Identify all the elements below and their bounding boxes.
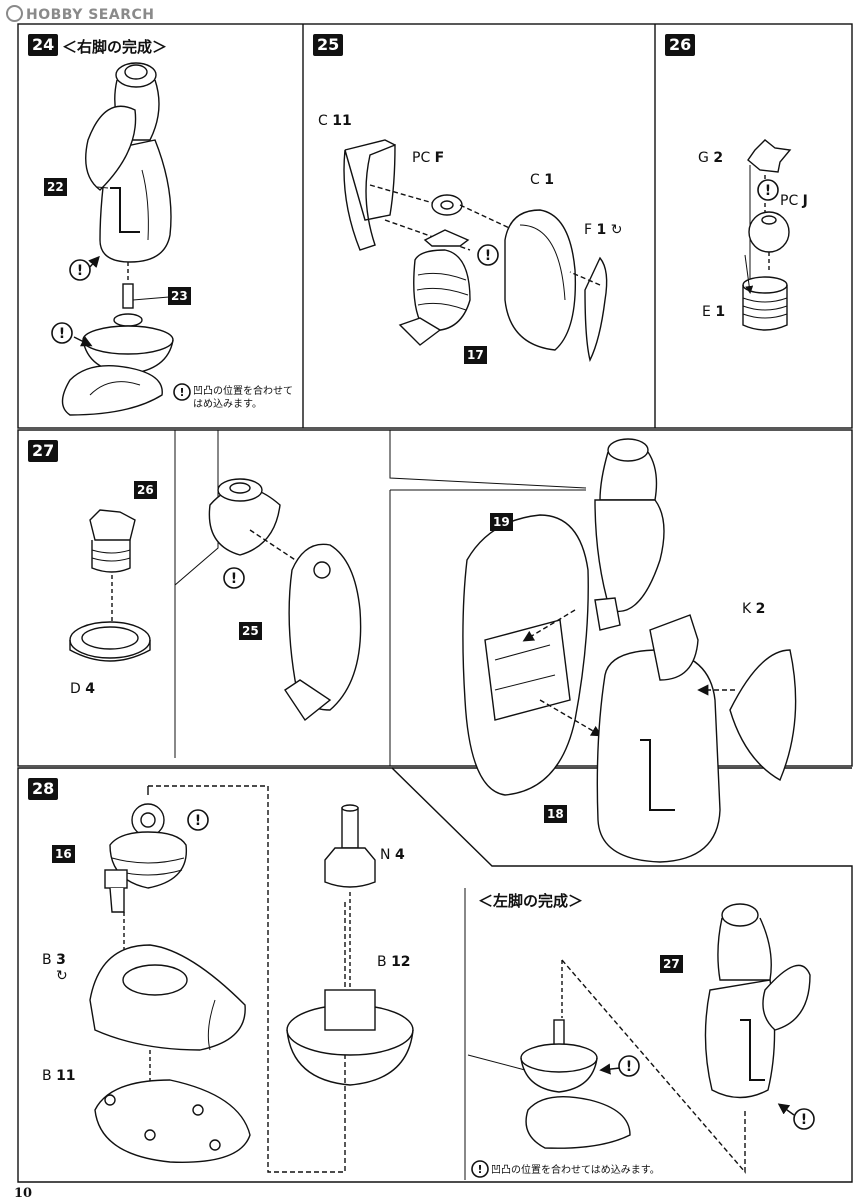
part-label-b12: B 12 [377,954,411,970]
part-tag-25: 25 [239,622,262,640]
step28-left-drawing [89,785,346,1173]
part-label-b3: B 3↻ [42,952,68,984]
part-label-f1: F 1 ↻ [584,222,623,238]
part-label-n4: N 4 [380,847,405,863]
step-27-number: 27 [28,440,59,462]
align-note-left-leg: 凹凸の位置を合わせてはめ込みます。 [491,1165,660,1176]
left-leg-title: ＜左脚の完成＞ [478,892,584,910]
step-25-number: 25 [313,34,344,56]
svg-text:!: ! [179,386,184,399]
part-tag-27: 27 [660,955,683,973]
part-tag-23: 23 [168,287,191,305]
site-logo: HOBBY SEARCH [6,5,154,23]
left-leg-drawing [520,903,811,1174]
svg-text:!: ! [195,813,201,829]
hobby-search-logo-icon [6,5,23,22]
svg-text:!: ! [59,326,65,342]
step27-right-drawing [462,438,797,863]
exclamation-circle-icon [51,179,815,1178]
svg-text:!: ! [485,248,491,264]
step27-left-drawing [69,509,151,662]
svg-text:!: ! [231,571,237,587]
svg-text:!: ! [626,1059,632,1075]
part-tag-18: 18 [544,805,567,823]
step28-middle-drawing [286,804,414,1086]
step-26-number: 26 [665,34,696,56]
svg-text:!: ! [77,263,83,279]
step26-drawing [742,139,792,331]
part-tag-19: 19 [490,513,513,531]
part-label-c1: C 1 [530,172,554,188]
middle-row-frame [17,429,853,767]
part-tag-17: 17 [464,346,487,364]
part-label-e1: E 1 [702,304,726,320]
top-row-frame [17,23,853,429]
step-28-number: 28 [28,778,59,800]
part-label-g2: G 2 [698,150,724,166]
part-tag-26: 26 [134,481,157,499]
align-note-step24: 凹凸の位置を合わせて はめ込みます。 [193,386,293,410]
part-label-pcj: PC J [780,193,808,209]
svg-text:!: ! [477,1163,482,1176]
part-label-pcf: PC F [412,150,445,166]
svg-text:!: ! [765,183,771,199]
paint-hook-icon: ↻ [56,968,68,984]
step-24-number: 24 [28,34,59,56]
part-label-d4: D 4 [70,681,95,697]
part-tag-16: 16 [52,845,75,863]
paint-hook-icon: ↻ [610,222,623,238]
part-label-c11: C 11 [318,113,352,129]
step25-drawing [343,139,608,363]
step-24-title: ＜右脚の完成＞ [62,38,168,56]
part-label-b11: B 11 [42,1068,76,1084]
part-label-k2: K 2 [742,601,766,617]
page-number: 10 [14,1186,33,1201]
part-tag-22: 22 [44,178,67,196]
step24-right-leg-drawing [61,62,174,416]
svg-text:!: ! [801,1112,807,1128]
step27-middle-drawing [208,478,362,722]
